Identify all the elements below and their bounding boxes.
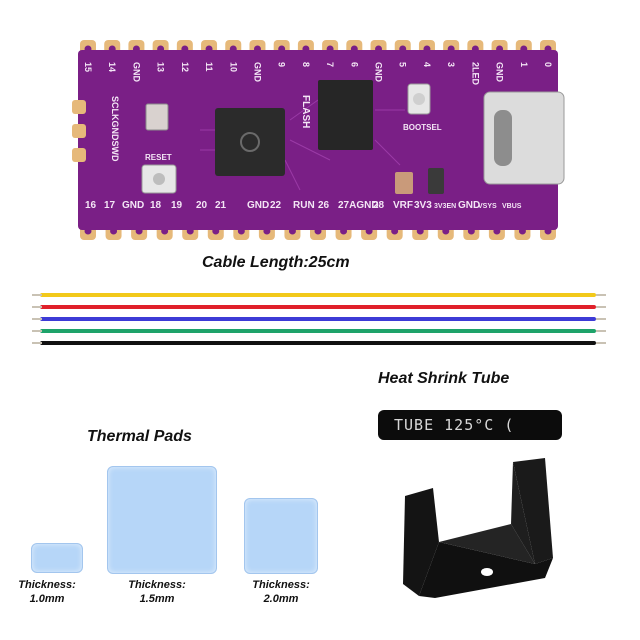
bottom-pin-label: 17 (104, 200, 116, 211)
thickness-3-value: 2.0mm (263, 593, 299, 605)
bottom-pin-label: 27AGND (338, 200, 379, 211)
top-pin-label: 7 (325, 62, 335, 67)
top-pin-label: 5 (398, 62, 408, 67)
top-pin-label: 15 (83, 62, 93, 72)
thickness-1-title: Thickness: (18, 579, 76, 591)
top-pin-label: 10 (228, 62, 238, 72)
top-pin-label: GND (374, 62, 384, 83)
wire-tip (596, 342, 606, 344)
wire-tip (32, 342, 42, 344)
bottom-pin-label: 28 (373, 200, 385, 211)
thickness-2-label: Thickness: 1.5mm (112, 578, 202, 606)
flash-label: FLASH (300, 95, 311, 128)
stand-slot (439, 524, 535, 564)
thickness-1-value: 1.0mm (29, 593, 65, 605)
heat-shrink-tube: TUBE 125°C ( (378, 410, 562, 440)
bottom-pin-label: RUN (293, 200, 315, 211)
bottom-pin-label: 19 (171, 200, 183, 211)
thermal-caption: Thermal Pads (87, 428, 192, 445)
reset-label: RESET (145, 153, 172, 162)
thermal-pad-2mm (244, 498, 318, 574)
thermal-pad-1-5mm (107, 466, 217, 574)
thickness-1-label: Thickness: 1.0mm (2, 578, 92, 606)
wire-tip (596, 330, 606, 332)
wire-tip (32, 330, 42, 332)
green-wire (40, 329, 596, 333)
pcb-traces (200, 99, 405, 191)
top-pin-label: GND (252, 62, 262, 83)
top-pin-label: 11 (204, 62, 214, 72)
bottom-pin-label: 22 (270, 200, 282, 211)
bottom-pin-label: 26 (318, 200, 330, 211)
thickness-2-value: 1.5mm (139, 593, 175, 605)
wire-tip (32, 318, 42, 320)
bottom-pin-label: 18 (150, 200, 162, 211)
stand-hole (481, 568, 493, 576)
reset-cap (153, 173, 165, 185)
yellow-wire (40, 293, 596, 297)
top-pin-label: 12 (180, 62, 190, 72)
bottom-pin-label: 3V3EN (434, 203, 456, 210)
bottom-pin-label: 3V3 (414, 200, 432, 211)
thickness-3-title: Thickness: (252, 579, 310, 591)
bottom-pin-label: VBUS (502, 203, 522, 210)
wire-tip (32, 294, 42, 296)
small-component (395, 172, 413, 194)
rp2040-chip (215, 108, 285, 176)
heat-shrink-print: TUBE 125°C ( (394, 416, 515, 434)
bottom-pin-label: 20 (196, 200, 208, 211)
raspberry-logo-icon (240, 132, 260, 152)
board-stand (403, 458, 553, 598)
usb-c-opening (494, 110, 512, 166)
top-pin-label: 13 (156, 62, 166, 72)
side-pad (72, 100, 86, 114)
bottom-pin-label: GND (458, 200, 480, 211)
stand-front-left (403, 488, 439, 596)
flash-chip (318, 80, 373, 150)
wire-tip (32, 306, 42, 308)
side-pad (72, 148, 86, 162)
heat-shrink-caption: Heat Shrink Tube (378, 370, 510, 387)
bottom-pin-label: VSYS (478, 203, 497, 210)
blue-wire (40, 317, 596, 321)
top-pin-label: 6 (349, 62, 359, 67)
cable-caption: Cable Length:25cm (202, 254, 350, 271)
bottom-pin-label: 21 (215, 200, 227, 211)
bottom-pin-label: VRF (393, 200, 413, 211)
top-pin-label: 8 (301, 62, 311, 67)
bottom-pin-label: GND (247, 200, 269, 211)
top-pin-label: GND (131, 62, 141, 83)
wire-tip (596, 306, 606, 308)
top-pin-label: 1 (519, 62, 529, 67)
stand-right-wall (511, 462, 535, 564)
stand-back (513, 458, 553, 564)
top-pin-label: 2LED (470, 62, 480, 86)
wire-tip (596, 294, 606, 296)
small-component (428, 168, 444, 194)
top-pin-label: 0 (543, 62, 553, 67)
top-pin-label: 4 (422, 62, 432, 67)
bottom-pin-label: 16 (85, 200, 97, 211)
side-pad (72, 124, 86, 138)
thickness-2-title: Thickness: (128, 579, 186, 591)
wire-tip (596, 318, 606, 320)
thickness-3-label: Thickness: 2.0mm (236, 578, 326, 606)
bootsel-cap (413, 93, 425, 105)
bottom-pin-label: GND (122, 200, 144, 211)
top-pin-label: 3 (446, 62, 456, 67)
top-pin-label: 14 (107, 62, 117, 72)
crystal (145, 103, 169, 131)
top-pin-label: 9 (277, 62, 287, 67)
bootsel-label: BOOTSEL (403, 123, 442, 132)
side-label: SCLKGNDSWD (110, 96, 120, 162)
thermal-pad-1mm (31, 543, 83, 573)
red-wire (40, 305, 596, 309)
top-pin-label: GND (495, 62, 505, 83)
black-wire (40, 341, 596, 345)
